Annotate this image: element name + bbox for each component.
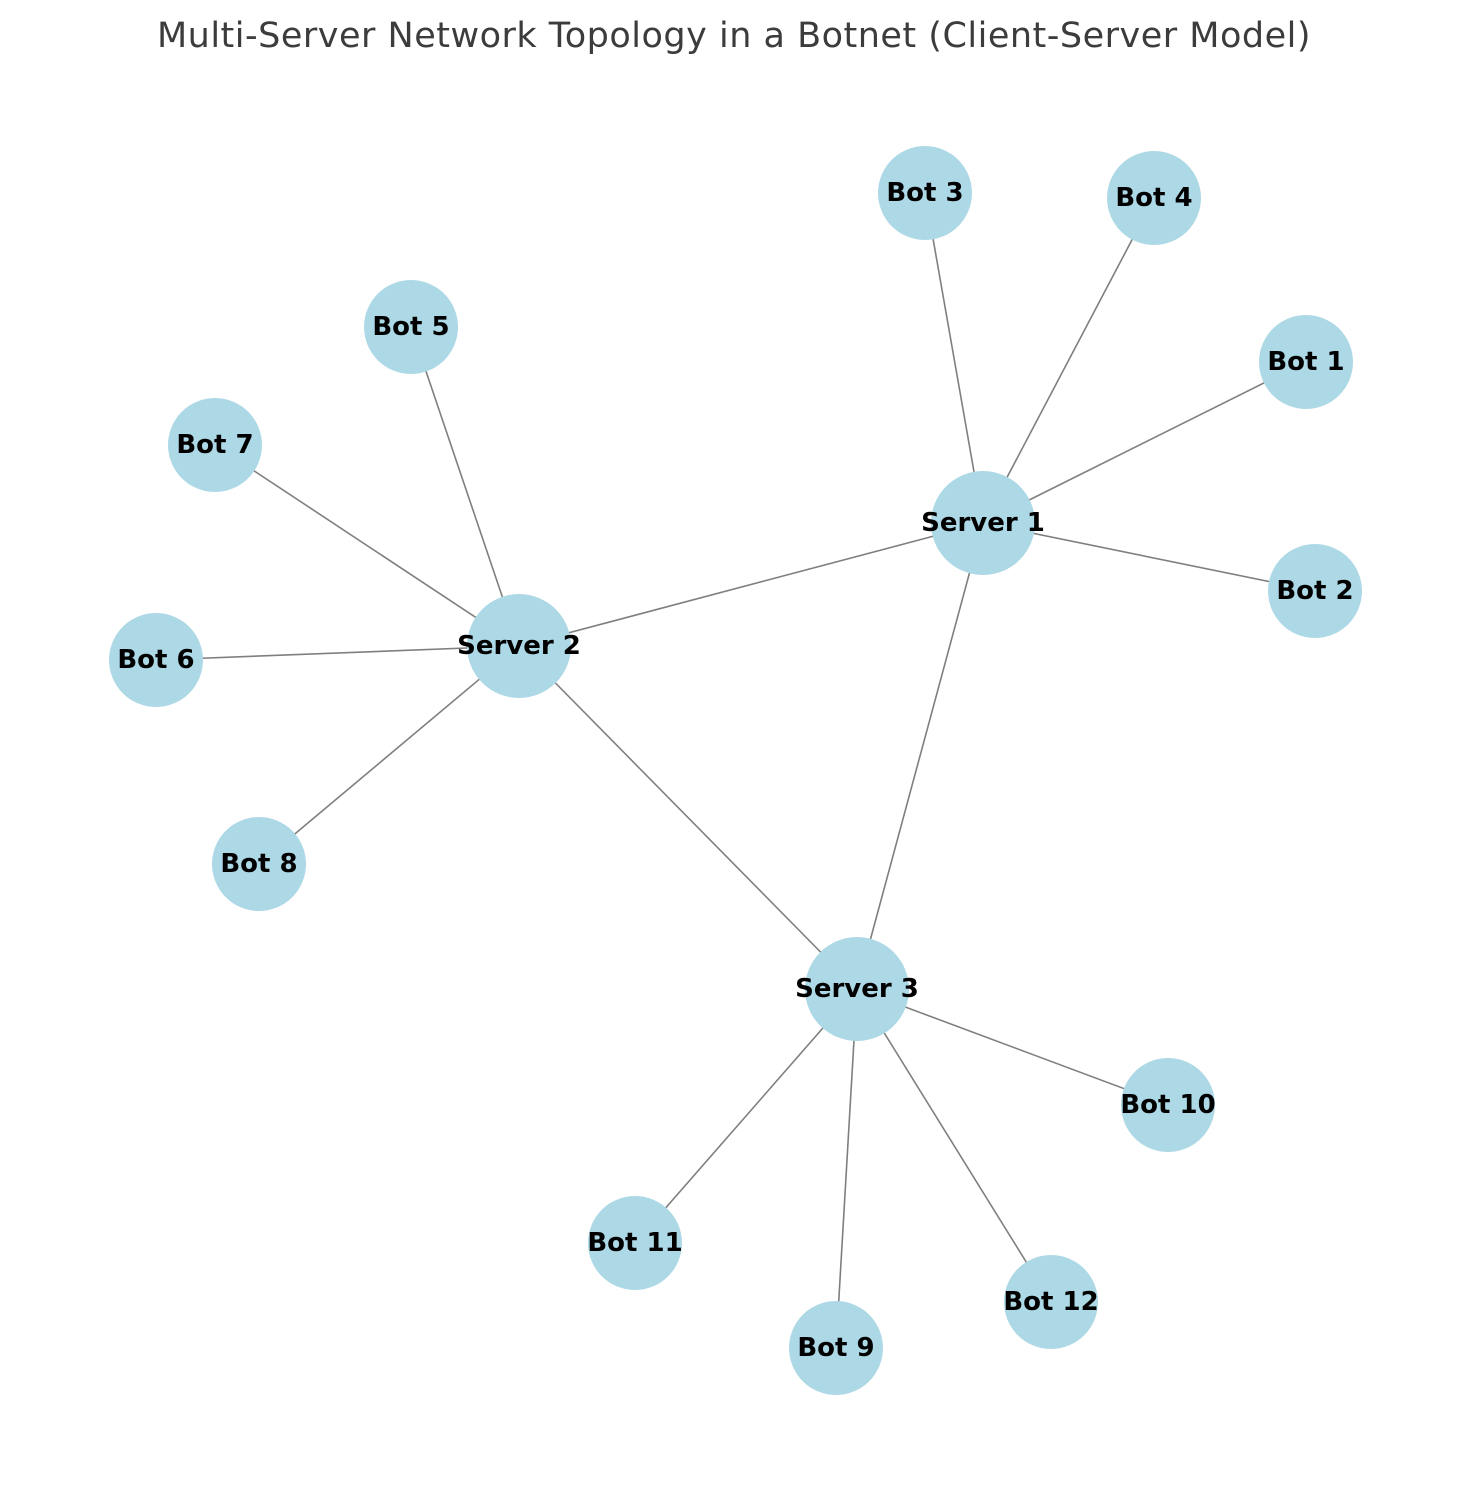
node-label-bot12: Bot 12 [1003,1287,1098,1317]
node-bot3 [878,146,972,240]
node-label-bot5: Bot 5 [372,312,449,342]
node-label-bot9: Bot 9 [797,1333,874,1363]
node-label-bot10: Bot 10 [1120,1090,1215,1120]
edge-server3-bot12 [856,988,1052,1303]
node-label-server2: Server 2 [457,631,581,661]
node-label-bot6: Bot 6 [117,645,194,675]
node-server1 [931,471,1035,575]
edge-server2-bot8 [258,645,520,865]
node-bot12 [1004,1255,1098,1349]
node-bot10 [1121,1058,1215,1152]
edge-server1-server3 [856,522,984,990]
node-label-bot11: Bot 11 [587,1228,682,1258]
node-bot7 [168,398,262,492]
node-server2 [467,594,571,698]
node-server3 [805,937,909,1041]
edge-server1-bot1 [982,361,1307,524]
node-label-server1: Server 1 [921,508,1045,538]
node-bot6 [109,613,203,707]
edge-server2-server3 [518,645,858,990]
node-label-bot4: Bot 4 [1115,183,1192,213]
edge-server3-bot9 [835,988,858,1349]
edge-server3-bot10 [856,988,1169,1106]
node-label-bot1: Bot 1 [1267,347,1344,377]
node-bot2 [1268,544,1362,638]
edge-server1-server2 [518,522,984,647]
node-bot9 [789,1301,883,1395]
node-bot4 [1107,151,1201,245]
node-label-server3: Server 3 [795,974,919,1004]
node-bot11 [588,1196,682,1290]
edge-server1-bot4 [982,197,1155,524]
node-label-bot7: Bot 7 [176,430,253,460]
edge-server1-bot2 [982,522,1316,592]
chart-title: Multi-Server Network Topology in a Botne… [156,16,1312,56]
node-label-bot2: Bot 2 [1276,576,1353,606]
edge-server2-bot7 [214,444,520,647]
node-label-bot3: Bot 3 [886,178,963,208]
node-label-bot8: Bot 8 [220,849,297,879]
edge-server2-bot6 [155,645,520,661]
node-bot1 [1259,315,1353,409]
edge-server2-bot5 [410,326,520,647]
edge-server3-bot11 [634,988,858,1244]
node-bot8 [212,817,306,911]
node-bot5 [364,280,458,374]
edge-server1-bot3 [924,192,984,524]
